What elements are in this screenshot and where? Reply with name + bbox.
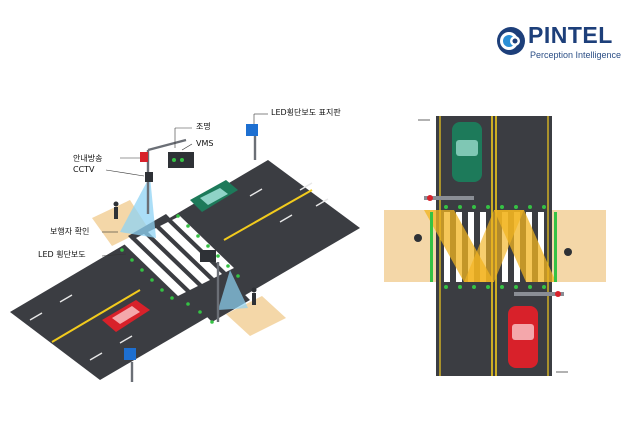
brand-logo: PINTEL Perception Intelligence <box>496 22 621 64</box>
signal-arm <box>514 292 564 296</box>
sidewalk-corner <box>226 296 286 336</box>
vms-sign-icon <box>200 250 216 262</box>
pedestrian-check-label: 보행자 확인 <box>50 227 90 236</box>
crosswalk-sign-icon <box>124 348 136 360</box>
pedestrian-icon <box>113 201 119 219</box>
led-sign-label: LED횡단보도 표지판 <box>271 108 341 117</box>
signal-arm <box>424 196 474 200</box>
brand-tagline: Perception Intelligence <box>530 50 622 60</box>
lane-dashes <box>29 182 329 361</box>
crosswalk-stripes <box>124 216 234 296</box>
pedestrian-icon <box>251 287 257 305</box>
car-icon <box>508 306 538 368</box>
pedestrian-icon <box>564 248 572 256</box>
crosswalk-sign-icon <box>246 124 258 136</box>
cctv-label: CCTV <box>73 165 95 174</box>
speaker-icon <box>427 195 433 201</box>
center-lane <box>223 189 313 241</box>
sidewalk-right <box>552 210 606 282</box>
lighting-label: 조명 <box>196 122 211 131</box>
sensor-beam <box>494 210 556 282</box>
led-crosswalk-dots <box>444 205 546 289</box>
label-leaders <box>101 113 268 257</box>
center-lane <box>51 289 141 343</box>
car-icon <box>190 180 238 212</box>
cctv-beam <box>218 270 248 310</box>
pintel-logo-icon <box>497 27 525 55</box>
speaker-icon <box>140 152 148 162</box>
vms-label: VMS <box>196 139 214 148</box>
sidewalk-left <box>384 210 436 282</box>
brand-name: PINTEL <box>528 22 613 48</box>
led-crosswalk-label: LED 횡단보도 <box>38 250 86 259</box>
car-icon <box>102 300 150 332</box>
car-icon <box>452 122 482 182</box>
pedestrian-icon <box>414 234 422 242</box>
speaker-icon <box>555 291 561 297</box>
announcement-label: 안내방송 <box>73 154 103 163</box>
cctv-camera-icon <box>145 172 153 182</box>
led-crosswalk-dots <box>120 214 240 324</box>
